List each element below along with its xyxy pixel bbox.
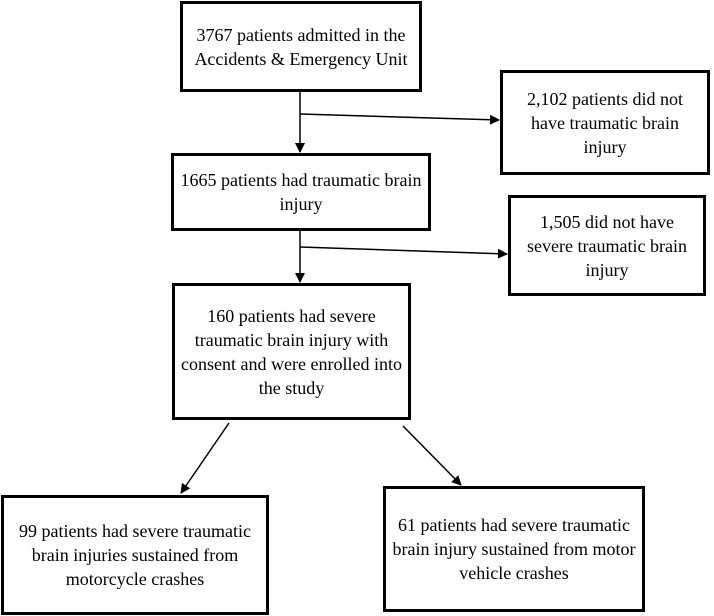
enrolled-text: 160 patients had severe traumatic brain … [181, 305, 402, 398]
no-severe-tbi-box: 1,505 did not have severe traumatic brai… [508, 195, 706, 296]
admitted-box: 3767 patients admitted in the Accidents … [180, 1, 422, 92]
no-tbi-text: 2,102 patients did not have traumatic br… [527, 88, 683, 157]
motorcycle-text: 99 patients had severe traumatic brain i… [19, 521, 251, 589]
no-severe-tbi-text: 1,505 did not have severe traumatic brai… [527, 211, 687, 280]
admitted-text: 3767 patients admitted in the Accidents … [194, 24, 408, 69]
motorcycle-box: 99 patients had severe traumatic brain i… [1, 495, 269, 615]
arrow-to-motor-vehicle [402, 425, 462, 486]
motor-vehicle-box: 61 patients had severe traumatic brain i… [383, 486, 645, 612]
tbi-text: 1665 patients had traumatic brain injury [180, 170, 422, 214]
no-tbi-box: 2,102 patients did not have traumatic br… [500, 70, 710, 175]
arrow-to-motorcycle [180, 422, 230, 494]
arrow-to-no-tbi [299, 113, 500, 125]
motor-vehicle-text: 61 patients had severe traumatic brain i… [392, 515, 636, 583]
tbi-box: 1665 patients had traumatic brain injury [171, 153, 431, 231]
enrolled-box: 160 patients had severe traumatic brain … [172, 283, 411, 420]
arrow-to-no-severe-tbi [299, 246, 508, 259]
